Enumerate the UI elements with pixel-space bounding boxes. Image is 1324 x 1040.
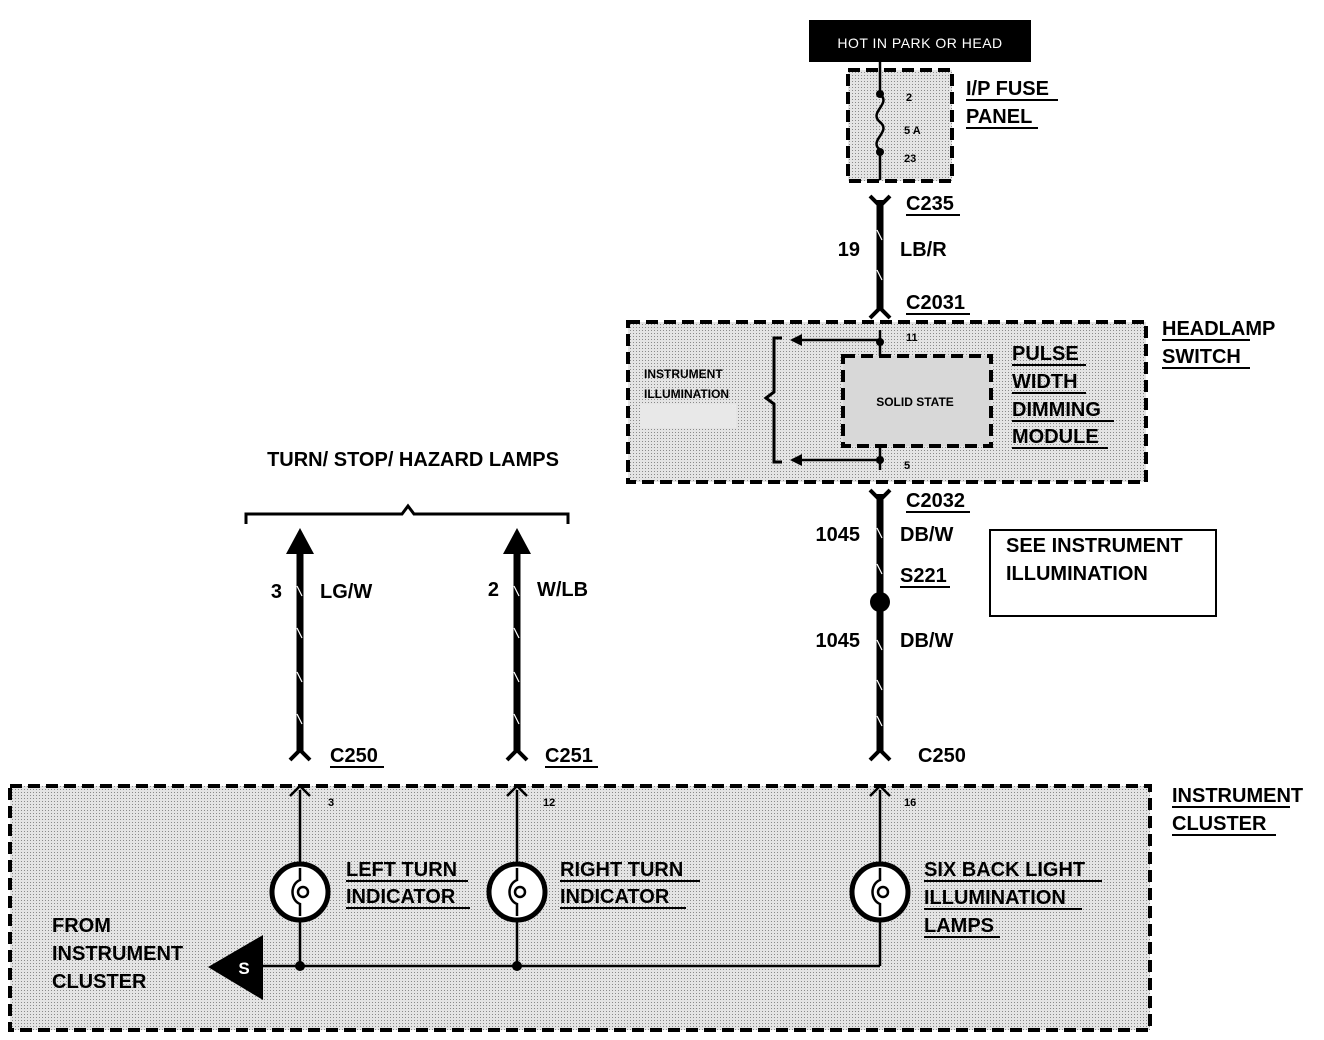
splice-s221-label: S221 <box>900 565 947 587</box>
left-turn-indicator-bulb <box>269 861 331 923</box>
switch-pin-11: 11 <box>906 332 918 344</box>
switch-pin-5: 5 <box>904 460 910 472</box>
see-instrument-illumination: SEE INSTRUMENT <box>1006 535 1183 557</box>
fuse-bottom-pin: 23 <box>904 153 916 165</box>
wire-circuit-2: 2 <box>488 579 499 601</box>
wire-color-db-w-upper: DB/W <box>900 524 953 546</box>
splice-s221 <box>870 592 890 612</box>
instrument-illumination-label-2: ILLUMINATION <box>644 387 729 401</box>
instrument-illumination-label: INSTRUMENT <box>644 367 723 381</box>
illumination-bracket <box>763 336 782 464</box>
instrument-cluster-name-2: CLUSTER <box>1172 813 1267 835</box>
arrow-left-wire <box>286 528 314 554</box>
connector-c2031-symbol <box>868 305 892 320</box>
arrow-right-wire <box>503 528 531 554</box>
connector-c2031: C2031 <box>906 292 965 314</box>
wire-color-db-w-lower: DB/W <box>900 630 953 652</box>
ground-signal-letter: S <box>238 959 249 978</box>
fuse-terminal-bottom <box>876 148 884 156</box>
right-turn-indicator-label: RIGHT TURN <box>560 859 683 881</box>
wire-circuit-1045-lower: 1045 <box>816 630 861 652</box>
fuse-rating: 5 A <box>904 125 921 137</box>
dimming-module-label-3: DIMMING <box>1012 399 1101 421</box>
fuse-panel-name-2: PANEL <box>966 106 1032 128</box>
fuse-symbol <box>875 93 885 151</box>
see-instrument-illumination-box <box>989 529 1217 617</box>
headlamp-switch-name: HEADLAMP <box>1162 318 1275 340</box>
ground-signal-symbol <box>208 935 263 1000</box>
left-turn-indicator-label-2: INDICATOR <box>346 886 456 908</box>
back-light-illumination-bulb <box>849 861 911 923</box>
fuse-top-pin: 2 <box>906 92 912 104</box>
solid-state-box <box>841 354 993 448</box>
instrument-cluster-name: INSTRUMENT <box>1172 785 1303 807</box>
connector-c251-symbol <box>505 747 529 762</box>
back-light-lamps-label: SIX BACK LIGHT <box>924 859 1085 881</box>
wire-color-lb-r: LB/R <box>900 239 947 261</box>
wire-circuit-19: 19 <box>838 239 860 261</box>
connector-c235: C235 <box>906 193 954 215</box>
dimming-module-label-4: MODULE <box>1012 426 1099 448</box>
back-light-lamps-label-3: LAMPS <box>924 915 994 937</box>
dimming-module-label: PULSE <box>1012 343 1079 365</box>
wire-color-lg-w: LG/W <box>320 581 372 603</box>
connector-c250-left-symbol <box>288 747 312 762</box>
wire-color-w-lb: W/LB <box>537 579 588 601</box>
dimming-module-label-2: WIDTH <box>1012 371 1078 393</box>
connector-c2032: C2032 <box>906 490 965 512</box>
cluster-pin-12: 12 <box>543 797 555 809</box>
from-instrument-cluster-label: FROM <box>52 915 111 937</box>
turn-stop-hazard-label: TURN/ STOP/ HAZARD LAMPS <box>267 449 559 471</box>
fuse-panel-name: I/P FUSE <box>966 78 1049 100</box>
fuse-panel-box <box>846 68 954 183</box>
back-light-lamps-label-2: ILLUMINATION <box>924 887 1066 909</box>
connector-c250-left: C250 <box>330 745 378 767</box>
power-source-label: HOT IN PARK OR HEAD <box>837 35 1002 51</box>
power-source-label-box <box>809 20 1031 62</box>
see-instrument-illumination-2: ILLUMINATION <box>1006 563 1148 585</box>
wire-circuit-3: 3 <box>271 581 282 603</box>
left-turn-indicator-label: LEFT TURN <box>346 859 457 881</box>
turn-lamps-brace <box>244 503 570 524</box>
from-instrument-cluster-label-3: CLUSTER <box>52 971 147 993</box>
cluster-pin-3: 3 <box>328 797 334 809</box>
connector-c250-right: C250 <box>918 745 966 767</box>
connector-c250-right-symbol <box>868 747 892 762</box>
cluster-pin-16: 16 <box>904 797 916 809</box>
right-turn-indicator-bulb <box>486 861 548 923</box>
headlamp-switch-name-2: SWITCH <box>1162 346 1241 368</box>
connector-c251: C251 <box>545 745 593 767</box>
solid-state-label: SOLID STATE <box>876 395 954 409</box>
fuse-terminal-top <box>876 90 884 98</box>
right-turn-indicator-label-2: INDICATOR <box>560 886 670 908</box>
wire-circuit-1045-upper: 1045 <box>816 524 861 546</box>
from-instrument-cluster-label-2: INSTRUMENT <box>52 943 183 965</box>
